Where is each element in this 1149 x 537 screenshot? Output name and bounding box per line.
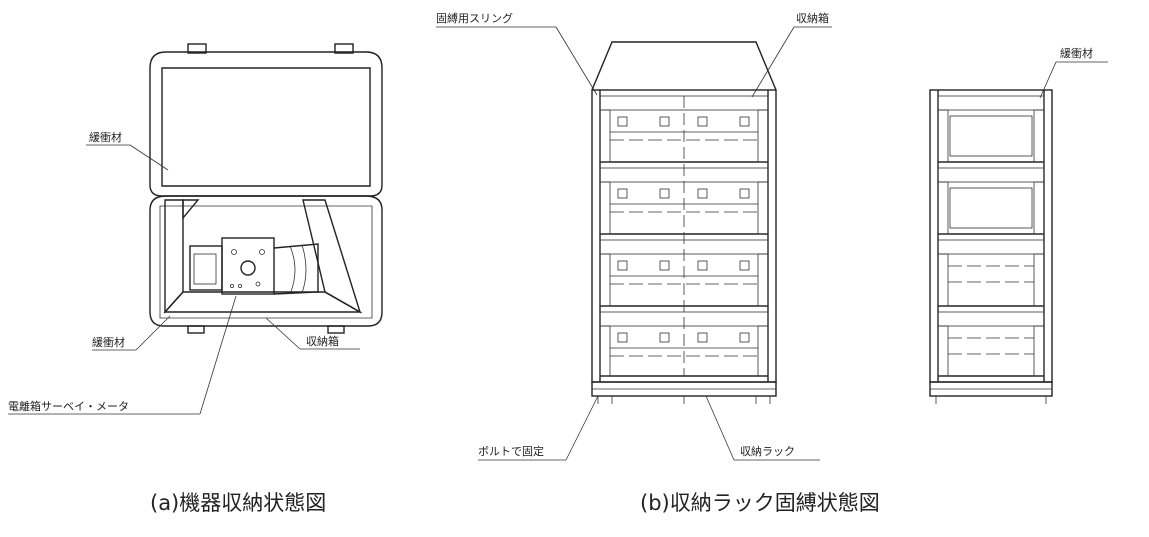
- case-base: [149, 195, 383, 327]
- caption-b: (b)収納ラック固縛状態図: [640, 491, 880, 515]
- label-storage-box-left: 収納箱: [306, 334, 339, 348]
- label-storage-box-rack: 収納箱: [796, 11, 829, 25]
- top-hinge-left: [187, 43, 207, 54]
- rack-front-view: [436, 26, 832, 461]
- case-lid: [149, 51, 383, 197]
- label-sling: 固縛用スリング: [436, 11, 513, 25]
- lid-cushion: [161, 67, 371, 187]
- case-base-rim: [159, 205, 373, 319]
- caption-a: (a)機器収納状態図: [150, 491, 326, 515]
- rack-top-cover: [591, 41, 777, 91]
- base-cushion-left-top: [182, 199, 200, 220]
- base-cushion-bottom: [163, 291, 363, 313]
- label-bolt-fixed: ボルトで固定: [478, 444, 544, 458]
- label-storage-rack: 収納ラック: [740, 445, 795, 458]
- survey-meter: [189, 237, 319, 295]
- foot-right: [327, 325, 345, 334]
- open-case-drawing: [8, 43, 383, 415]
- rack-side-view: [929, 61, 1108, 404]
- foot-left: [187, 325, 205, 334]
- label-cushion-bottom: 緩衝材: [92, 335, 125, 349]
- label-cushion-lid: 緩衝材: [89, 130, 122, 144]
- label-cushion-side: 緩衝材: [1060, 46, 1093, 60]
- label-survey-meter: 電離箱サーベイ・メータ: [8, 399, 129, 413]
- top-hinge-right: [334, 43, 354, 54]
